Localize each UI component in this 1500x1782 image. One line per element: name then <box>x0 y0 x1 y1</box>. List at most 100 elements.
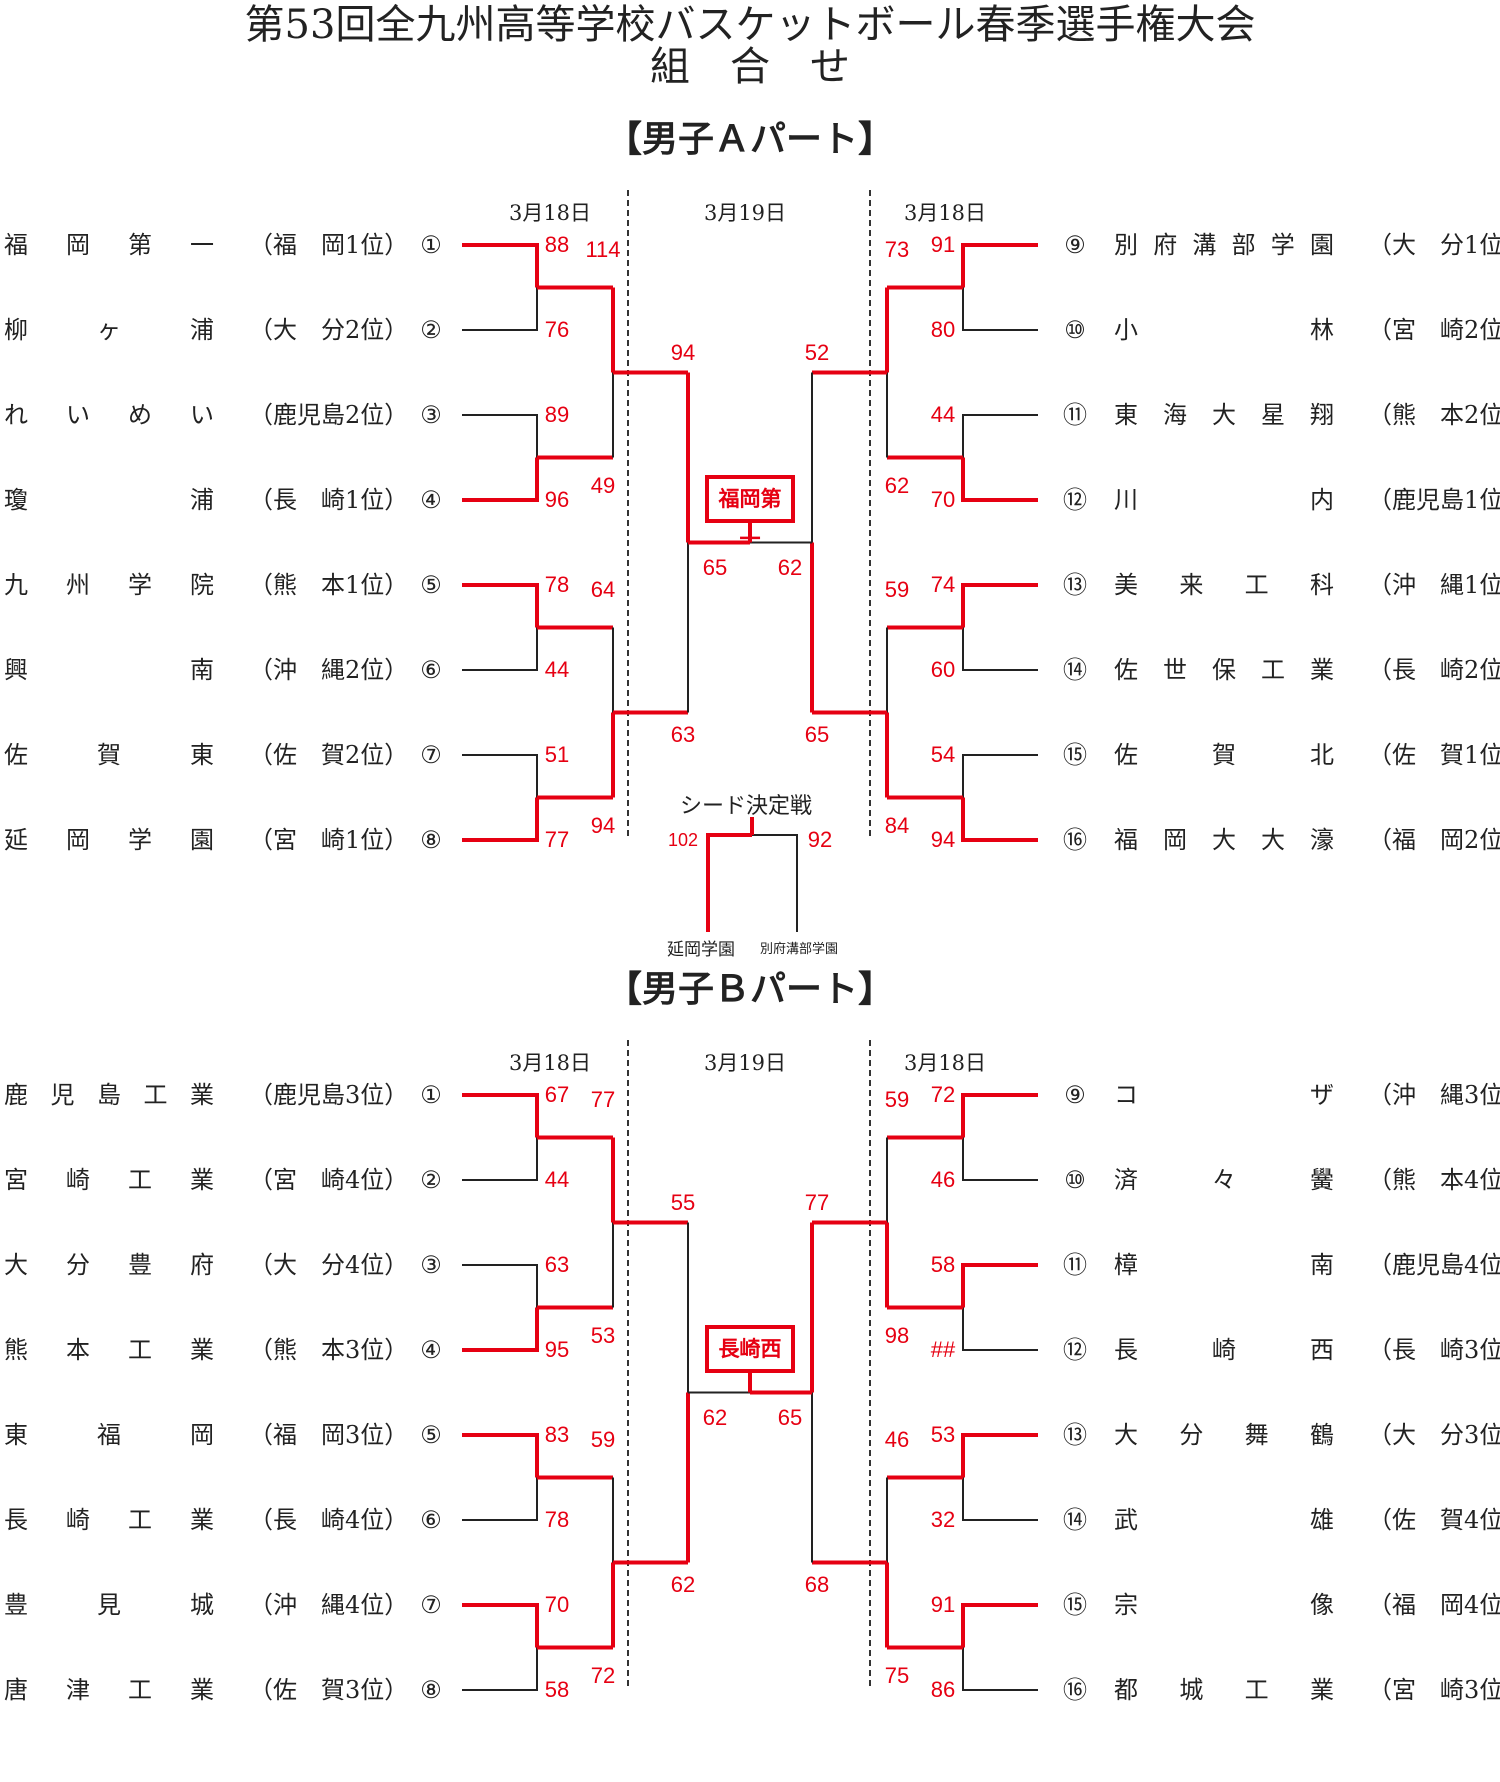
partB-left-r1-score: 83 <box>544 1422 570 1447</box>
partB-right-r1-line <box>961 1093 1038 1138</box>
partA-seed-team: 別府溝部学園 <box>760 942 839 957</box>
partB-right-r1-score: 46 <box>930 1167 956 1192</box>
team-seed-number: ⑪ <box>1063 1251 1087 1279</box>
partB-right-team-row: 樟南（鹿児島4位）⑪ <box>1060 1250 1500 1280</box>
partA-left-r1-line <box>462 457 539 502</box>
team-name: 興南 <box>4 656 214 684</box>
partA-title: 【男子Ａパート】 <box>605 118 894 160</box>
team-seed-number: ⑧ <box>420 826 442 854</box>
team-seed-number: ⑭ <box>1063 1506 1087 1534</box>
team-seed-number: ⑤ <box>420 1421 442 1449</box>
team-seed-number: ⑯ <box>1063 1676 1087 1704</box>
team-name: 福岡大大濠 <box>1114 826 1334 854</box>
team-name: 長崎工業 <box>4 1506 214 1534</box>
team-name: 豊見城 <box>4 1591 214 1619</box>
team-seed-number: ⑮ <box>1063 1591 1087 1619</box>
team-seed-number: ① <box>420 231 442 259</box>
team-prefecture: （長 崎2位） <box>1368 656 1500 684</box>
team-seed-number: ⑯ <box>1063 826 1087 854</box>
partA-right-r2-score: 73 <box>884 236 910 262</box>
team-seed-number: ⑫ <box>1063 486 1087 514</box>
partA-left-r1-line <box>462 414 538 458</box>
partA-right-team-row: 川内（鹿児島1位）⑫ <box>1060 485 1500 515</box>
partA-left-team-row: 柳ヶ浦（大 分2位）② <box>4 315 454 345</box>
partA-left-r1-line <box>462 583 539 628</box>
partA-right-r1-line <box>961 457 1038 502</box>
partB-left-r3-score: 55 <box>670 1189 696 1215</box>
partA-date-2: 3月19日 <box>703 201 787 225</box>
partA-left-r1-line <box>462 243 539 288</box>
partB-right-team-row: 長崎西（長 崎3位）⑫ <box>1060 1335 1500 1365</box>
partA-left-team-row: れいめい（鹿児島2位）③ <box>4 400 454 430</box>
partA-right-r1-score: 44 <box>930 402 956 427</box>
partA-seed-score: 102 <box>667 830 699 850</box>
team-prefecture: （宮 崎2位） <box>1368 316 1500 344</box>
team-name: 延岡学園 <box>4 826 214 854</box>
partB-right-r3-score: 77 <box>804 1189 830 1215</box>
partB-right-r1-line <box>962 1137 1038 1181</box>
team-name: 唐津工業 <box>4 1676 214 1704</box>
partA-final-score: 62 <box>777 554 803 580</box>
team-name: 熊本工業 <box>4 1336 214 1364</box>
team-name: 美来工科 <box>1114 571 1334 599</box>
partA-left-team-row: 九州学院（熊 本1位）⑤ <box>4 570 454 600</box>
team-seed-number: ⑩ <box>1064 1166 1086 1194</box>
team-prefecture: （熊 本1位） <box>249 571 409 599</box>
partA-left-team-row: 福岡第一（福 岡1位）① <box>4 230 454 260</box>
partA-right-r1-line <box>962 414 1038 458</box>
tournament-title: 第53回全九州高等学校バスケットボール春季選手権大会 <box>244 2 1256 48</box>
team-prefecture: （沖 縄4位） <box>249 1591 409 1619</box>
team-prefecture: （宮 崎4位） <box>249 1166 409 1194</box>
partB-left-team-row: 長崎工業（長 崎4位）⑥ <box>4 1505 454 1535</box>
team-seed-number: ⑭ <box>1063 656 1087 684</box>
partA-right-r1-score: 70 <box>930 487 956 512</box>
team-name: 別府溝部学園 <box>1114 231 1334 259</box>
partB-left-r2-score: 72 <box>590 1662 616 1688</box>
team-prefecture: （佐 賀4位） <box>1368 1506 1500 1534</box>
partA-right-r3-score: 65 <box>804 721 830 747</box>
team-prefecture: （大 分4位） <box>249 1251 409 1279</box>
team-seed-number: ⑦ <box>420 741 442 769</box>
partA-left-r2-score: 114 <box>585 236 621 262</box>
partB-right-team-row: コザ（沖 縄3位）⑨ <box>1060 1080 1500 1110</box>
team-prefecture: （佐 賀1位） <box>1368 741 1500 769</box>
partA-left-r1-line <box>462 627 538 671</box>
partB-right-r1-score: 32 <box>930 1507 956 1532</box>
partA-left-r1-line <box>462 754 538 798</box>
partB-left-team-row: 熊本工業（熊 本3位）④ <box>4 1335 454 1365</box>
partA-right-r1-line <box>962 287 1038 331</box>
team-seed-number: ⑤ <box>420 571 442 599</box>
team-prefecture: （大 分3位） <box>1368 1421 1500 1449</box>
partA-right-r1-score: 80 <box>930 317 956 342</box>
partA-left-r2-score: 49 <box>590 472 616 498</box>
partB-right-r2-score: 59 <box>884 1086 910 1112</box>
team-prefecture: （熊 本4位） <box>1368 1166 1500 1194</box>
team-prefecture: （鹿児島3位） <box>249 1081 409 1109</box>
partB-left-r1-score: 70 <box>544 1592 570 1617</box>
team-prefecture: （佐 賀2位） <box>249 741 409 769</box>
partA-left-r1-score: 88 <box>544 232 570 257</box>
team-seed-number: ⑨ <box>1064 1081 1086 1109</box>
partB-final-score: 65 <box>777 1404 803 1430</box>
partA-final-score: 65 <box>702 554 728 580</box>
team-seed-number: ⑬ <box>1063 571 1087 599</box>
team-seed-number: ④ <box>420 486 442 514</box>
partB-left-r2-score: 59 <box>590 1426 616 1452</box>
partB-left-r1-line <box>462 1307 539 1352</box>
team-name: 小林 <box>1114 316 1334 344</box>
team-seed-number: ② <box>420 1166 442 1194</box>
partA-date-3: 3月18日 <box>903 201 987 225</box>
partA-left-r1-score: 51 <box>544 742 570 767</box>
partB-left-r2-score: 53 <box>590 1322 616 1348</box>
partB-final-score: 62 <box>702 1404 728 1430</box>
partA-left-team-row: 瓊浦（長 崎1位）④ <box>4 485 454 515</box>
partB-left-team-row: 豊見城（沖 縄4位）⑦ <box>4 1590 454 1620</box>
team-name: コザ <box>1114 1081 1334 1109</box>
team-prefecture: （沖 縄2位） <box>249 656 409 684</box>
partB-right-r2-score: 46 <box>884 1426 910 1452</box>
team-seed-number: ③ <box>420 1251 442 1279</box>
team-prefecture: （熊 本3位） <box>249 1336 409 1364</box>
